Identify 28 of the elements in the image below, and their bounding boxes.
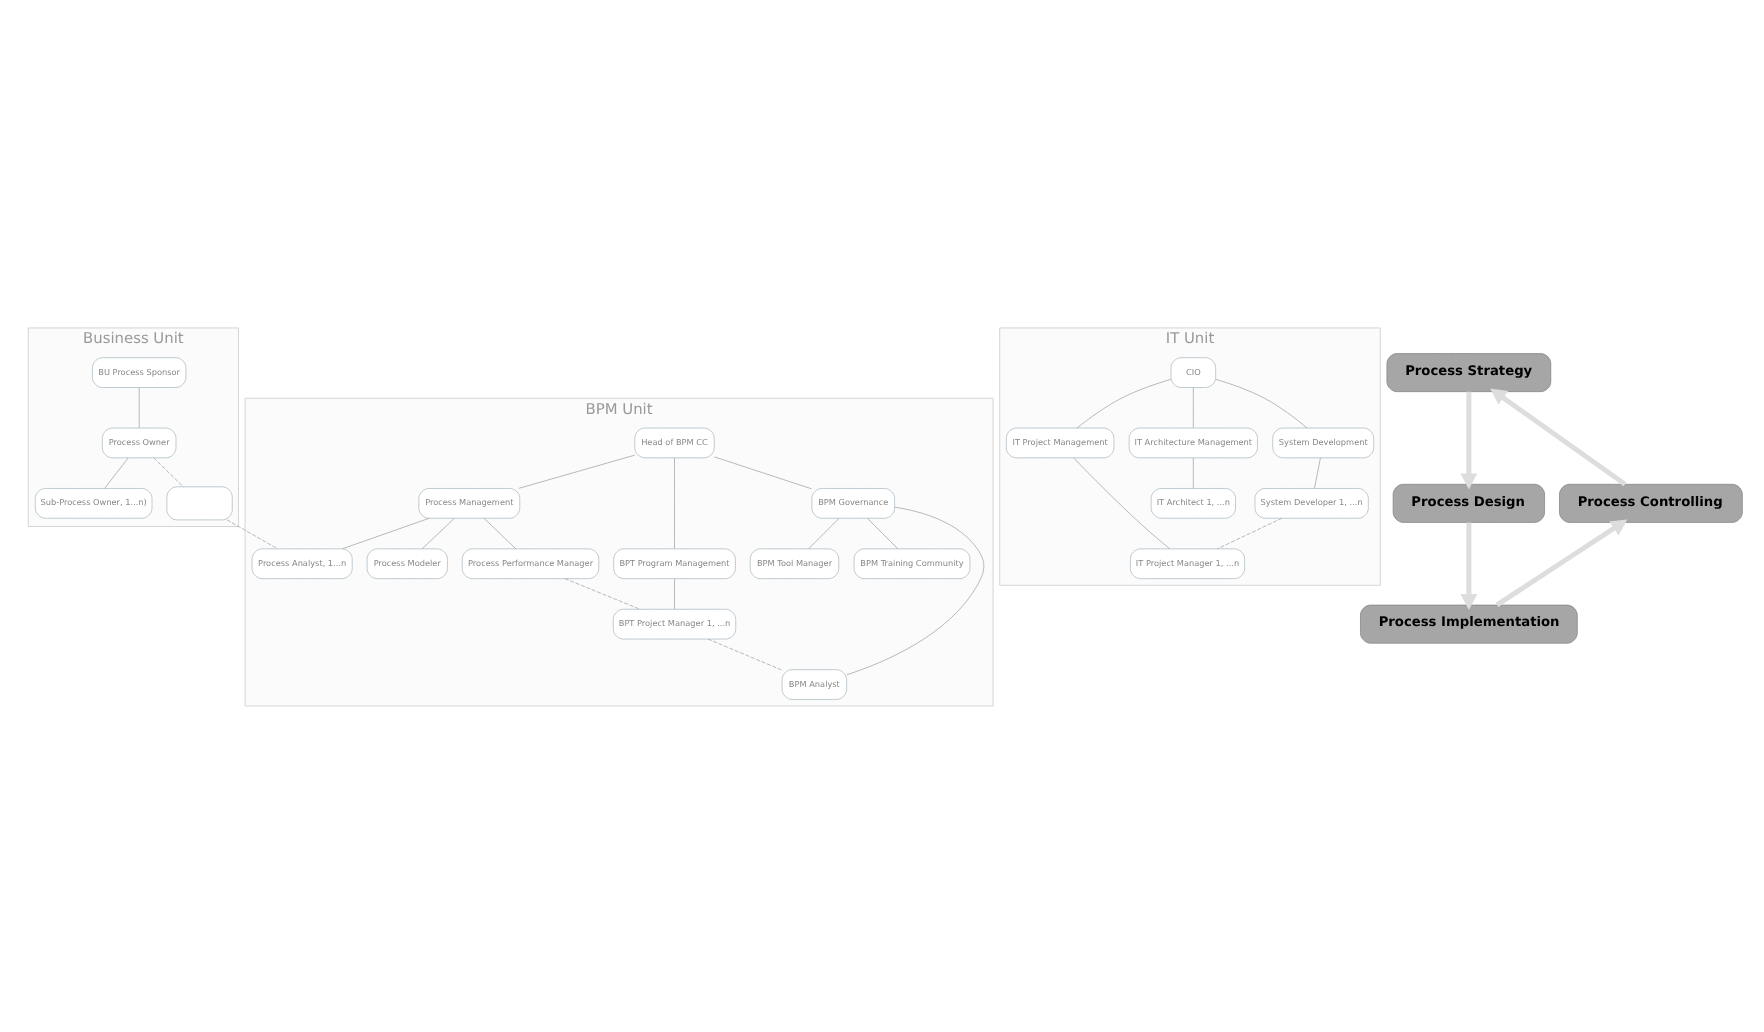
connector bbox=[808, 517, 840, 549]
connector bbox=[1314, 456, 1321, 488]
connector bbox=[846, 505, 985, 675]
connector bbox=[867, 517, 899, 549]
connector bbox=[1073, 456, 1171, 549]
connector bbox=[1192, 456, 1194, 488]
connector bbox=[1215, 377, 1308, 428]
arrow bbox=[1460, 521, 1478, 610]
connector bbox=[674, 577, 675, 609]
connector bbox=[564, 577, 641, 609]
connector bbox=[1192, 386, 1194, 428]
connector bbox=[714, 455, 813, 489]
connector bbox=[518, 453, 636, 488]
connector bbox=[104, 456, 129, 488]
connector bbox=[153, 456, 184, 487]
connector bbox=[342, 516, 430, 549]
connector bbox=[1217, 516, 1283, 549]
node-box bbox=[166, 485, 233, 520]
arrow bbox=[1495, 518, 1628, 607]
connector bbox=[226, 518, 278, 549]
arrow bbox=[1490, 387, 1627, 486]
connector bbox=[1076, 377, 1172, 428]
connector bbox=[674, 456, 675, 549]
connector bbox=[707, 637, 783, 670]
connector bbox=[483, 517, 517, 549]
connector bbox=[421, 517, 455, 549]
connector bbox=[138, 386, 140, 428]
arrow bbox=[1460, 390, 1478, 489]
